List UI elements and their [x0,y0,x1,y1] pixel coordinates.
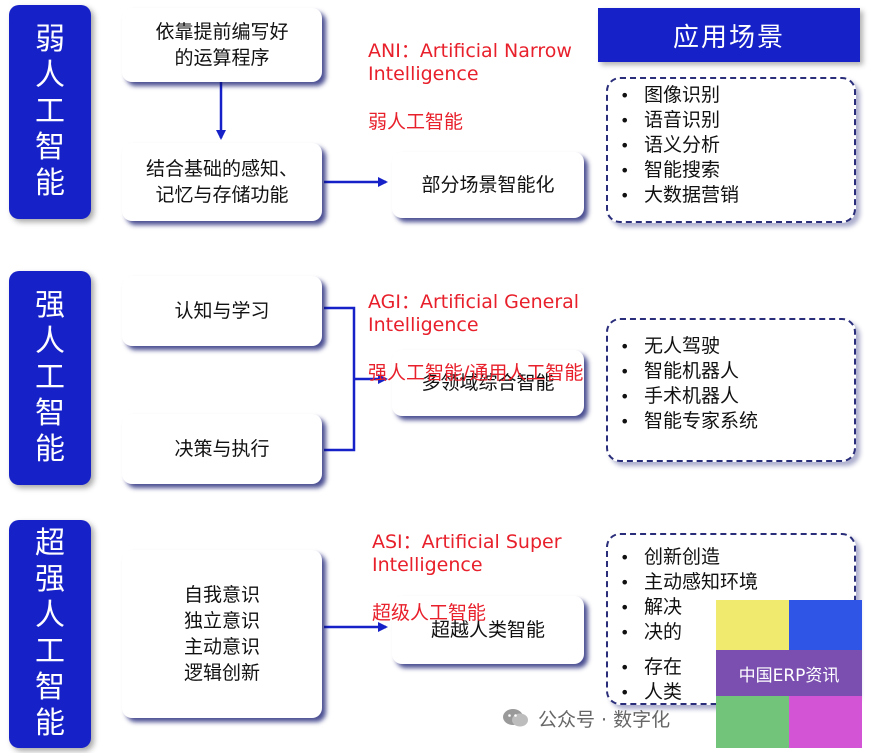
wechat-icon [503,709,528,727]
list-item: 决的 [620,620,842,645]
list-item: 解决 [620,595,842,620]
wechat-account-label: 公众号 · 数字化 [502,702,722,734]
list-item: 语音识别 [620,108,842,133]
watermark-band: 中国ERP资讯 [716,650,862,696]
weak-applications-list: 图像识别 语音识别 语义分析 智能搜索 大数据营销 [620,83,842,208]
list-item: 创新创造 [620,545,842,570]
list-item: 人类 [620,680,842,705]
weak-input-box-2: 结合基础的感知、 记忆与存储功能 [122,143,322,221]
strong-applications-list: 无人驾驶 智能机器人 手术机器人 智能专家系统 [620,334,842,434]
strong-label: AGI：Artificial General Intelligence 强人工智… [368,268,598,408]
strong-input-box-2: 决策与执行 [122,414,322,484]
list-item: 智能搜索 [620,158,842,183]
super-result-box: 超越人类智能 [392,596,584,664]
weak-result-box: 部分场景智能化 [392,152,584,218]
watermark-text: 中国ERP资讯 [738,665,840,686]
strong-label-en: AGI：Artificial General Intelligence [368,291,580,336]
app-scenarios-header: 应用场景 [598,8,860,62]
weak-input-box-1: 依靠提前编写好 的运算程序 [122,8,322,82]
super-label-zh: 超级人工智能 [372,602,487,624]
super-label: ASI：Artificial Super Intelligence 超级人工智能 [372,508,602,648]
list-item: 存在 [620,655,842,680]
wechat-text: 公众号 · 数字化 [538,708,671,731]
weak-label-zh: 弱人工智能 [368,111,464,133]
bracket-strong [324,306,356,452]
list-item: 智能机器人 [620,359,842,384]
list-item: 无人驾驶 [620,334,842,359]
weak-label-en: ANI：Artificial Narrow Intelligence [368,40,572,85]
list-item: 主动感知环境 [620,570,842,595]
super-input-box: 自我意识 独立意识 主动意识 逻辑创新 [122,550,322,718]
tier-title-strong: 强人工智能 [9,271,91,485]
list-item: 语义分析 [620,133,842,158]
tier-title-weak: 弱人工智能 [9,5,91,219]
super-label-en: ASI：Artificial Super Intelligence [372,531,562,576]
strong-result-box: 多领域综合智能 [392,350,584,416]
list-item: 大数据营销 [620,183,842,208]
weak-applications-box: 图像识别 语音识别 语义分析 智能搜索 大数据营销 [606,77,856,223]
strong-applications-box: 无人驾驶 智能机器人 手术机器人 智能专家系统 [606,318,856,462]
strong-label-zh: 强人工智能/通用人工智能 [368,362,584,384]
strong-input-box-1: 认知与学习 [122,276,322,346]
tier-title-super: 超强人工智能 [9,520,91,748]
list-item: 手术机器人 [620,384,842,409]
list-item: 图像识别 [620,83,842,108]
weak-label: ANI：Artificial Narrow Intelligence 弱人工智能 [368,17,598,157]
super-applications-list: 创新创造 主动感知环境 解决 决的 存在 人类 [620,545,842,705]
list-item: 智能专家系统 [620,409,842,434]
